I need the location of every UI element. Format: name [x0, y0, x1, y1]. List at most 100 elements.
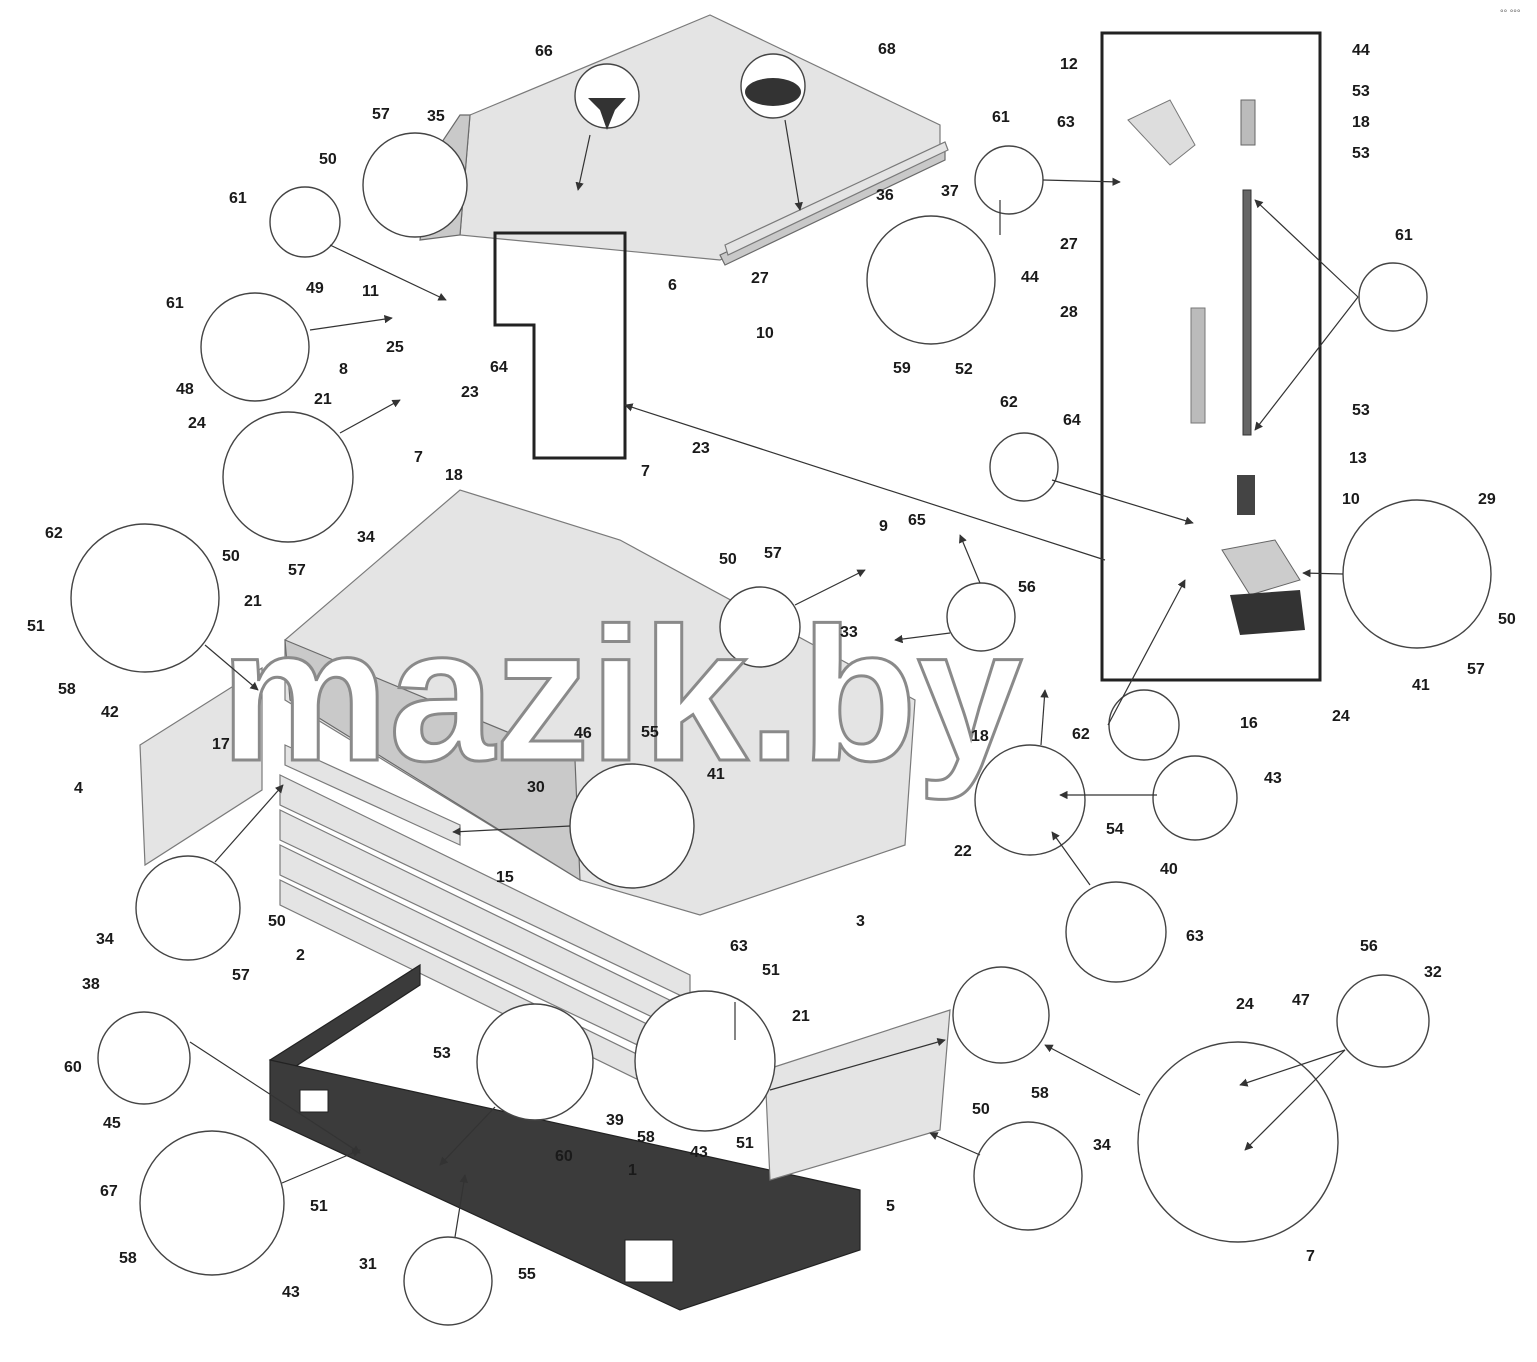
callout-61: 61 — [229, 190, 247, 207]
inset-frame-left — [493, 231, 627, 460]
callout-44: 44 — [1021, 269, 1039, 286]
callout-44: 44 — [1352, 42, 1370, 59]
callout-43: 42 — [101, 704, 119, 721]
callout-55: 55 — [518, 1266, 536, 1283]
callout-14: 13 — [1349, 450, 1367, 467]
callout-10: 10 — [1342, 491, 1360, 508]
callout-4: 4 — [74, 780, 83, 797]
callout-56: 56 — [1018, 579, 1036, 596]
callout-34: 34 — [357, 529, 375, 546]
callout-27: 27 — [1060, 236, 1078, 253]
callout-57: 58 — [1031, 1085, 1049, 1102]
callout-55: 55 — [641, 724, 659, 741]
callout-50: 50 — [268, 913, 286, 930]
callout-35: 35 — [427, 108, 445, 125]
callout-27: 27 — [751, 270, 769, 287]
callout-17: 17 — [212, 736, 230, 753]
corner-mark: °° °°° — [1500, 8, 1521, 18]
callout-54: 54 — [1106, 821, 1124, 838]
callout-50: 50 — [319, 151, 337, 168]
side-panel-left — [139, 666, 263, 867]
callout-11: 10 — [756, 325, 774, 342]
callout-45: 45 — [103, 1115, 121, 1132]
callout-61: 61 — [1395, 227, 1413, 244]
callout-6: 6 — [668, 277, 677, 294]
callout-50: 50 — [222, 548, 240, 565]
callout-46: 46 — [574, 725, 592, 742]
callout-68: 65 — [908, 512, 926, 529]
callout-21: 21 — [792, 1008, 810, 1025]
callout-71: 68 — [878, 41, 896, 58]
callout-53: 53 — [1352, 145, 1370, 162]
callout-7: 7 — [1306, 1248, 1315, 1265]
callout-8: 8 — [339, 361, 348, 378]
callout-23: 24 — [1236, 996, 1254, 1013]
callout-60: 60 — [64, 1059, 82, 1076]
callout-18: 18 — [971, 728, 989, 745]
callout-16: 16 — [1240, 715, 1258, 732]
callout-50: 50 — [719, 551, 737, 568]
hood-body — [284, 489, 916, 916]
callout-52: 52 — [955, 361, 973, 378]
callout-57: 57 — [232, 967, 250, 984]
callout-57: 57 — [372, 106, 390, 123]
cover-top — [419, 14, 946, 266]
callout-43: 43 — [282, 1284, 300, 1301]
callout-48: 48 — [176, 381, 194, 398]
callout-43: 43 — [690, 1144, 708, 1161]
callout-22: 22 — [954, 843, 972, 860]
leader-lines — [189, 119, 1359, 1238]
callout-64: 63 — [1057, 114, 1075, 131]
callout-5: 5 — [886, 1198, 895, 1215]
callout-32: 32 — [1424, 964, 1442, 981]
callout-66: 62 — [45, 525, 63, 542]
callout-7: 7 — [641, 463, 650, 480]
callout-62: 61 — [992, 109, 1010, 126]
callout-66: 63 — [730, 938, 748, 955]
callout-60: 60 — [555, 1148, 573, 1165]
callout-59: 59 — [893, 360, 911, 377]
clip-icon — [588, 98, 626, 130]
callout-68: 64 — [490, 359, 508, 376]
callout-69: 66 — [535, 43, 553, 60]
callout-49: 49 — [306, 280, 324, 297]
callout-34: 34 — [96, 931, 114, 948]
callout-51: 51 — [310, 1198, 328, 1215]
callout-24: 24 — [1332, 708, 1350, 725]
callout-3: 3 — [856, 913, 865, 930]
callout-18: 18 — [445, 467, 463, 484]
watermark: mazik.by — [220, 589, 1023, 801]
callout-40: 43 — [1264, 770, 1282, 787]
plug-icon — [745, 78, 801, 106]
callout-15: 15 — [496, 869, 514, 886]
callout-53: 53 — [1352, 402, 1370, 419]
inset-frame-right — [1100, 31, 1322, 682]
callout-13: 12 — [1060, 56, 1078, 73]
callout-39: 39 — [606, 1112, 624, 1129]
callout-41: 41 — [707, 766, 725, 783]
callout-51: 51 — [736, 1135, 754, 1152]
frame — [268, 963, 861, 1311]
callout-51: 51 — [27, 618, 45, 635]
callout-37: 37 — [941, 183, 959, 200]
callout-26: 25 — [386, 339, 404, 356]
callout-20: 21 — [314, 391, 332, 408]
callout-57: 57 — [1467, 661, 1485, 678]
rail — [724, 141, 949, 256]
callout-42: 41 — [1412, 677, 1430, 694]
callout-19: 18 — [1352, 114, 1370, 131]
callout-23: 23 — [692, 440, 710, 457]
callout-58: 58 — [119, 1250, 137, 1267]
callout-50: 50 — [972, 1101, 990, 1118]
callout-53: 53 — [433, 1045, 451, 1062]
callout-67: 63 — [1186, 928, 1204, 945]
callout-61: 61 — [166, 295, 184, 312]
callout-62: 62 — [1072, 726, 1090, 743]
callout-29: 29 — [1478, 491, 1496, 508]
callout-28: 28 — [1060, 304, 1078, 321]
callout-7: 7 — [414, 449, 423, 466]
callout-31: 30 — [527, 779, 545, 796]
callout-41: 40 — [1160, 861, 1178, 878]
callout-23: 23 — [461, 384, 479, 401]
